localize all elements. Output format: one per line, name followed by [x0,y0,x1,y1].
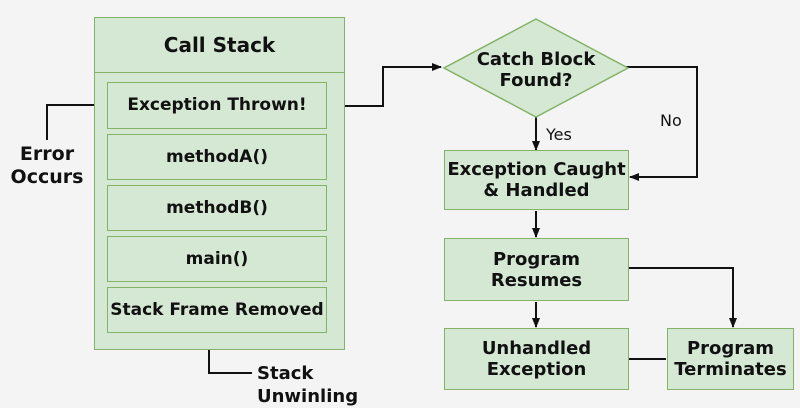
program-terminates-box: Program Terminates [667,328,794,390]
program-resumes-box: Program Resumes [444,238,629,301]
decision-line1: Catch Block [476,49,596,70]
stack-frame-methodb: methodB() [107,185,327,231]
terminates-line2: Terminates [674,359,787,380]
exception-caught-line1: Exception Caught [447,159,626,180]
yes-branch-label: Yes [546,125,572,144]
stack-frame-removed: Stack Frame Removed [107,287,327,333]
exception-caught-box: Exception Caught & Handled [444,150,629,210]
stack-frame-exception-thrown: Exception Thrown! [107,82,327,129]
exception-caught-line2: & Handled [483,180,590,201]
error-occurs-line1: Error [19,143,75,165]
arrow-error-to-thrown [46,101,107,140]
unhandled-line2: Exception [486,359,587,380]
error-occurs-line2: Occurs [10,166,84,188]
decision-line2: Found? [499,70,573,91]
stack-frame-methoda: methodA() [107,134,327,180]
terminates-line1: Program [686,338,775,359]
arrow-decision-no [626,66,698,181]
unhandled-line1: Unhandled [481,338,592,359]
decision-diamond [442,18,630,118]
arrow-thrown-to-decision [326,63,442,107]
error-occurs-label: Error Occurs [5,143,89,189]
unhandled-exception-box: Unhandled Exception [444,328,629,390]
arrow-resumes-to-terminates [628,267,737,328]
no-branch-label: No [660,111,682,130]
call-stack-title: Call Stack [95,18,344,73]
stack-unwinding-label: Stack Unwinling [257,363,359,407]
stack-frame-main: main() [107,236,327,282]
decision-text: Catch Block Found? [464,49,608,91]
